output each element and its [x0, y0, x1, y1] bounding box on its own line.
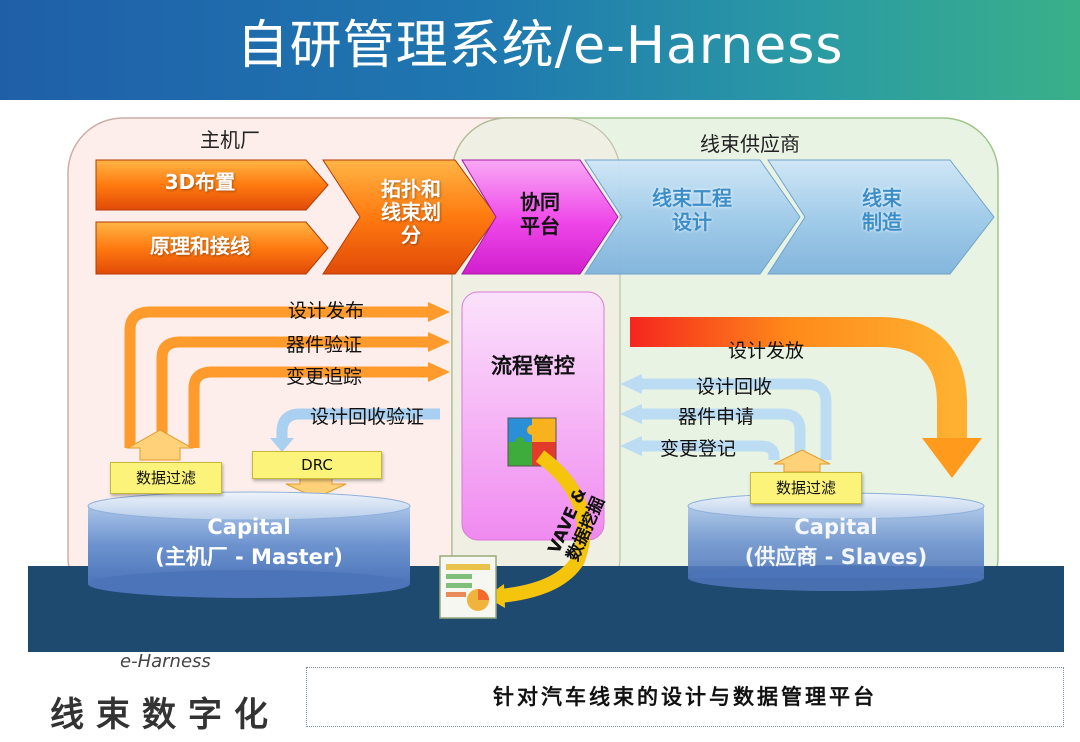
footer-description: 针对汽车线束的设计与数据管理平台	[306, 667, 1064, 727]
oem-filter-up-arrow	[126, 429, 194, 461]
oem-arrow-label-1: 设计发布	[288, 300, 365, 322]
release-label: 设计发放	[728, 340, 805, 362]
page-title: 自研管理系统/e-Harness	[236, 16, 844, 76]
supplier-data-filter-box: 数据过滤	[750, 472, 862, 504]
flow-collab-label: 协同 平台	[520, 190, 560, 238]
footer-brand: e-Harness	[120, 651, 211, 672]
recall-verify-arrow	[276, 408, 440, 440]
master-db-label: Capital (主机厂 - Master)	[155, 515, 343, 569]
oem-arrow-label-3: 变更追踪	[286, 366, 363, 388]
footer-slogan: 线束数字化	[50, 695, 280, 735]
flow-schematic-label: 原理和接线	[150, 234, 250, 258]
supplier-region-label: 线束供应商	[700, 132, 800, 156]
flow-schematic-arrow	[95, 221, 329, 275]
flow-eng-design-chevron	[584, 159, 801, 275]
flow-topology-label: 拓扑和 线束划 分	[381, 177, 441, 247]
process-control-label: 流程管控	[491, 354, 575, 378]
oem-region-label: 主机厂	[200, 128, 260, 152]
slaves-db-label: Capital (供应商 - Slaves)	[744, 515, 928, 569]
title-bar	[0, 0, 1080, 100]
supplier-loop-arrows	[640, 378, 832, 462]
supplier-arrow-label-2: 器件申请	[678, 406, 755, 428]
flow-topology-chevron	[322, 159, 498, 275]
flow-3d-arrow	[95, 159, 329, 211]
flow-manufacture-label: 线束 制造	[862, 186, 902, 234]
oem-arrow-label-2: 器件验证	[286, 334, 363, 356]
flow-3d-label: 3D布置	[164, 170, 236, 194]
oem-arrowheads	[428, 302, 450, 382]
puzzle-icon	[507, 417, 557, 467]
oem-loop-arrows	[124, 306, 430, 448]
flow-eng-design-label: 线束工程 设计	[652, 186, 732, 234]
flow-manufacture-chevron	[767, 159, 995, 275]
supplier-arrow-label-3: 变更登记	[660, 438, 737, 460]
recall-verify-arrowhead	[270, 438, 294, 452]
release-arrowhead	[922, 438, 982, 478]
flow-collab-chevron	[461, 159, 619, 275]
slaves-database	[687, 492, 985, 591]
oem-data-filter-box: 数据过滤	[110, 462, 222, 494]
drc-box: DRC	[252, 451, 382, 479]
master-database	[87, 491, 411, 598]
supplier-arrow-label-1: 设计回收	[696, 376, 773, 398]
supplier-arrowheads	[620, 374, 642, 456]
vave-curve-arrow	[499, 450, 591, 603]
supplier-filter-up-arrow	[773, 449, 831, 473]
recall-verify-label: 设计回收验证	[310, 406, 425, 428]
report-chart-icon	[439, 555, 497, 619]
